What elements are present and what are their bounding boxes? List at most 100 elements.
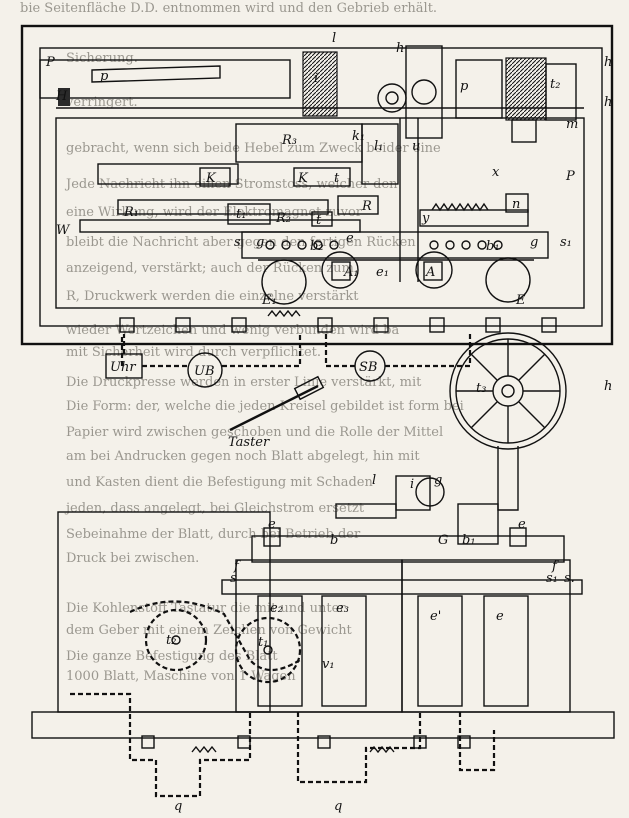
label-n: n [512,197,520,212]
label-R1: R₁ [123,205,139,220]
label-p-right: p [460,79,469,94]
handle-H [58,88,70,106]
label-k1: k₁ [352,129,365,144]
bleed-line: bie Seitenfläche D.D. entnommen wird und… [20,1,437,16]
bleed-line: Papier wird zwischen geschoben und die R… [66,425,443,440]
label-m: m [566,117,578,132]
label-q-right: q [334,799,342,814]
label-b-low: b [330,533,338,548]
base-board [31,711,615,739]
bleed-line: Sebeinahme der Blatt, durch bei Betrieb … [66,527,361,542]
label-Uhr: Uhr [110,360,136,375]
bleed-line: Druck bei zwischen. [66,551,199,566]
label-t-small: t [316,213,322,228]
label-W: W [56,223,71,238]
label-h-top1: h [396,41,404,56]
label-b-low1: b₁ [462,533,476,548]
terminal-strip [119,317,557,333]
bleed-line: dem Geber mit einem Zeichen von Gewicht [66,623,353,638]
label-SB: SB [359,360,377,375]
armature-A [423,261,443,281]
label-b2: b₂ [310,239,324,254]
motor-t2 [505,57,547,121]
label-s1-low: s₁ [546,571,558,586]
bleed-line: jeden, dass angelegt, bei Gleichstrom er… [64,501,365,516]
label-s-low-right: s. [564,571,575,586]
label-i: i [314,71,318,86]
label-K-left: K [205,171,217,186]
bleed-line: 1000 Blatt, Maschine von 1 Wagen [66,669,296,684]
wiring-below [70,692,496,798]
label-UB: UB [194,364,215,379]
label-i-low: i [410,477,414,492]
label-e: e [346,231,354,246]
label-s-low-left: s [230,571,237,586]
label-t2: t₂ [550,77,560,92]
bleed-line: am bei Andrucken gegen noch Blatt abgele… [66,449,420,464]
label-t-mid: t [334,171,340,186]
bleed-line: bleibt die Nachricht aber gegen den fert… [66,235,416,250]
label-e2: e₂ [270,601,283,616]
label-g-right: g [530,235,538,250]
bleed-line: und Kasten dient die Befestigung mit Sch… [66,475,373,490]
bleed-line: mit Sicherheit wird durch verpflichtet. [66,345,321,360]
flywheel-stand [497,446,519,511]
label-R3: R₃ [281,133,297,148]
label-P-right: P [565,169,575,184]
block-K-left [199,167,231,187]
label-p-top: p [100,69,109,84]
bleed-line: eine Wirkung, wird der Elektromagnet zuv… [66,205,363,220]
label-u: u [412,139,420,154]
label-s-left: s [234,235,241,250]
label-e-low: e [496,609,504,624]
bleed-line: Die Druckpresse werden in erster Linie v… [66,375,422,390]
case-left [57,511,271,713]
key-Taster [229,384,319,432]
label-t1: t₁ [236,207,246,222]
label-t1-low: t₁ [258,635,268,650]
label-g-low: g [434,473,442,488]
label-h-wheel: h [604,379,612,394]
bleed-line: R, Druckwerk werden die einzelne verstär… [66,289,359,304]
coil-e3 [321,595,367,707]
bleed-line: Die Form: der, welche die jeden Kreisel … [66,399,464,414]
coil-e2 [257,595,303,707]
bleed-line: Die ganze Befestigung des Blatt [66,649,278,664]
terminals-base [141,735,471,749]
label-H: H [55,89,68,104]
outer-frame [20,24,614,346]
label-l-low: l [372,473,376,488]
label-l1: l₁ [374,139,383,154]
label-Taster: Taster [228,435,270,450]
label-s1: s₁ [560,235,572,250]
label-b1: b₁ [486,239,500,254]
label-h-right1: h [604,55,612,70]
label-h-right2: h [604,95,612,110]
label-f-left: f [233,559,241,574]
base-plate [55,117,585,309]
coil-e-prime [417,595,463,707]
label-e1: e₁ [376,265,389,280]
bleed-line: Sicherung. [66,51,138,66]
label-t3: t₃ [476,381,486,396]
bleed-line: wieder Wertzeichen und wenig verbunden w… [66,323,399,338]
label-g-left: g [256,235,264,250]
label-A: A [425,265,435,280]
side-view [31,475,615,798]
label-G: G [438,533,448,548]
labels: P p H l h i t₂ h p h m R₃ k₁ l₁ u K K t … [45,31,612,814]
wheel-t2 [144,608,208,672]
armature-A1 [331,261,351,281]
label-e-low-left: e [268,517,276,532]
plan-view [20,24,614,511]
label-A1: A₁ [343,265,359,280]
label-P-top: P [45,55,55,70]
inner-frame [39,47,603,327]
clutch-l [395,475,431,511]
bleed-line: gebracht, wenn sich beide Hebel zum Zwec… [66,141,441,156]
label-y: y [421,211,430,226]
label-q-left: q [174,799,182,814]
magnet-E [485,257,531,303]
label-e-low-right: e [518,517,526,532]
label-E1: E₁ [261,293,277,308]
